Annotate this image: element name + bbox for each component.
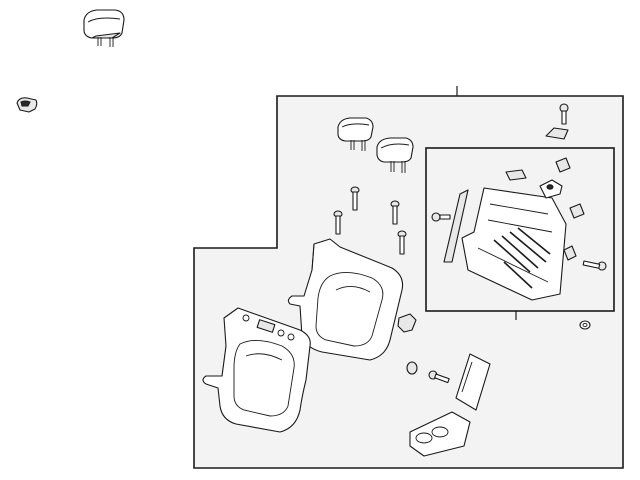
clip-inset-top <box>555 157 571 173</box>
headrest-left <box>337 117 374 151</box>
guide-3 <box>390 200 400 225</box>
clip-standalone <box>16 97 38 113</box>
clip-inset-right <box>569 203 585 219</box>
armrest <box>455 353 491 411</box>
seat-back-cushion-lower <box>202 307 311 433</box>
bolt-inset-left <box>431 212 451 222</box>
headrest-standalone <box>83 9 125 47</box>
bracket-top <box>545 127 569 140</box>
cover-inset <box>505 169 527 181</box>
guide-1 <box>350 186 360 211</box>
cup-holder <box>409 411 471 457</box>
headrest-right <box>376 137 414 173</box>
grommet <box>579 320 591 330</box>
latch-top <box>539 179 563 199</box>
seat-back-cushion-upper <box>287 238 404 361</box>
seat-frame <box>461 187 567 301</box>
guide-4 <box>397 230 407 255</box>
bolt-inset-right <box>582 260 607 271</box>
bolt-mid <box>428 370 450 384</box>
clip-seat <box>397 313 417 333</box>
bolt-top <box>559 103 569 125</box>
latch-left <box>443 189 469 263</box>
guide-2 <box>333 210 343 235</box>
clip-inset-small <box>563 245 577 261</box>
plug <box>406 361 418 375</box>
